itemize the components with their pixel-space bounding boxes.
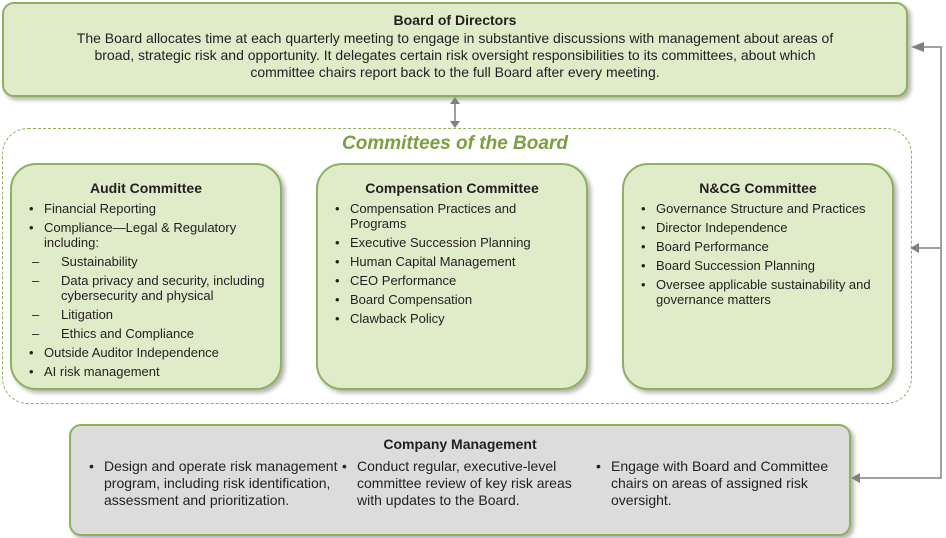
management-item: Engage with Board and Committee chairs o…: [596, 458, 841, 509]
list-item: Human Capital Management: [334, 254, 576, 269]
list-item: Governance Structure and Practices: [640, 201, 882, 216]
list-item: Compliance—Legal & Regulatory including:: [28, 220, 270, 250]
arrow-left-icon: [910, 243, 919, 253]
board-of-directors-box: Board of Directors The Board allocates t…: [2, 2, 908, 97]
compensation-committee-list: Compensation Practices and Programs Exec…: [318, 201, 586, 326]
list-item: CEO Performance: [334, 273, 576, 288]
ncg-committee-list: Governance Structure and Practices Direc…: [624, 201, 892, 307]
audit-committee-list: Financial Reporting Compliance—Legal & R…: [12, 201, 280, 379]
right-side-connector: [858, 46, 942, 479]
management-item: Design and operate risk management progr…: [89, 458, 340, 509]
list-item: Director Independence: [640, 220, 882, 235]
list-item: Outside Auditor Independence: [28, 345, 270, 360]
list-item: Oversee applicable sustainability and go…: [640, 277, 882, 307]
arrow-left-icon: [911, 42, 924, 52]
compensation-committee-title: Compensation Committee: [365, 180, 539, 196]
board-description-line: committee chairs report back to the full…: [250, 64, 660, 80]
list-item: Compensation Practices and Programs: [334, 201, 576, 231]
sub-list-item: Sustainability: [28, 254, 270, 269]
board-description-line: broad, strategic risk and opportunity. I…: [94, 47, 816, 63]
board-description-line: The Board allocates time at each quarter…: [76, 30, 834, 46]
company-management-title: Company Management: [383, 436, 537, 452]
ncg-committee-box: N&CG Committee Governance Structure and …: [622, 163, 894, 390]
board-title: Board of Directors: [393, 12, 517, 28]
company-management-box: Company Management Design and operate ri…: [69, 424, 851, 536]
compensation-committee-box: Compensation Committee Compensation Prac…: [316, 163, 588, 390]
sub-list-item: Litigation: [28, 307, 270, 322]
sub-list-item: Data privacy and security, including cyb…: [28, 273, 270, 303]
list-item: Board Compensation: [334, 292, 576, 307]
list-item: Executive Succession Planning: [334, 235, 576, 250]
list-item: Board Succession Planning: [640, 258, 882, 273]
list-item: AI risk management: [28, 364, 270, 379]
arrow-left-icon: [851, 473, 860, 483]
management-item: Conduct regular, executive-level committ…: [342, 458, 587, 509]
audit-committee-title: Audit Committee: [90, 180, 202, 196]
list-item: Financial Reporting: [28, 201, 270, 216]
list-item: Clawback Policy: [334, 311, 576, 326]
ncg-committee-title: N&CG Committee: [699, 180, 817, 196]
sub-list-item: Ethics and Compliance: [28, 326, 270, 341]
committees-group-frame: [2, 128, 912, 404]
arrow-up-icon: [450, 97, 460, 104]
audit-committee-box: Audit Committee Financial Reporting Comp…: [10, 163, 282, 390]
board-description: The Board allocates time at each quarter…: [44, 30, 866, 81]
arrow-down-icon: [450, 121, 460, 128]
list-item: Board Performance: [640, 239, 882, 254]
committees-title: Committees of the Board: [342, 133, 568, 154]
